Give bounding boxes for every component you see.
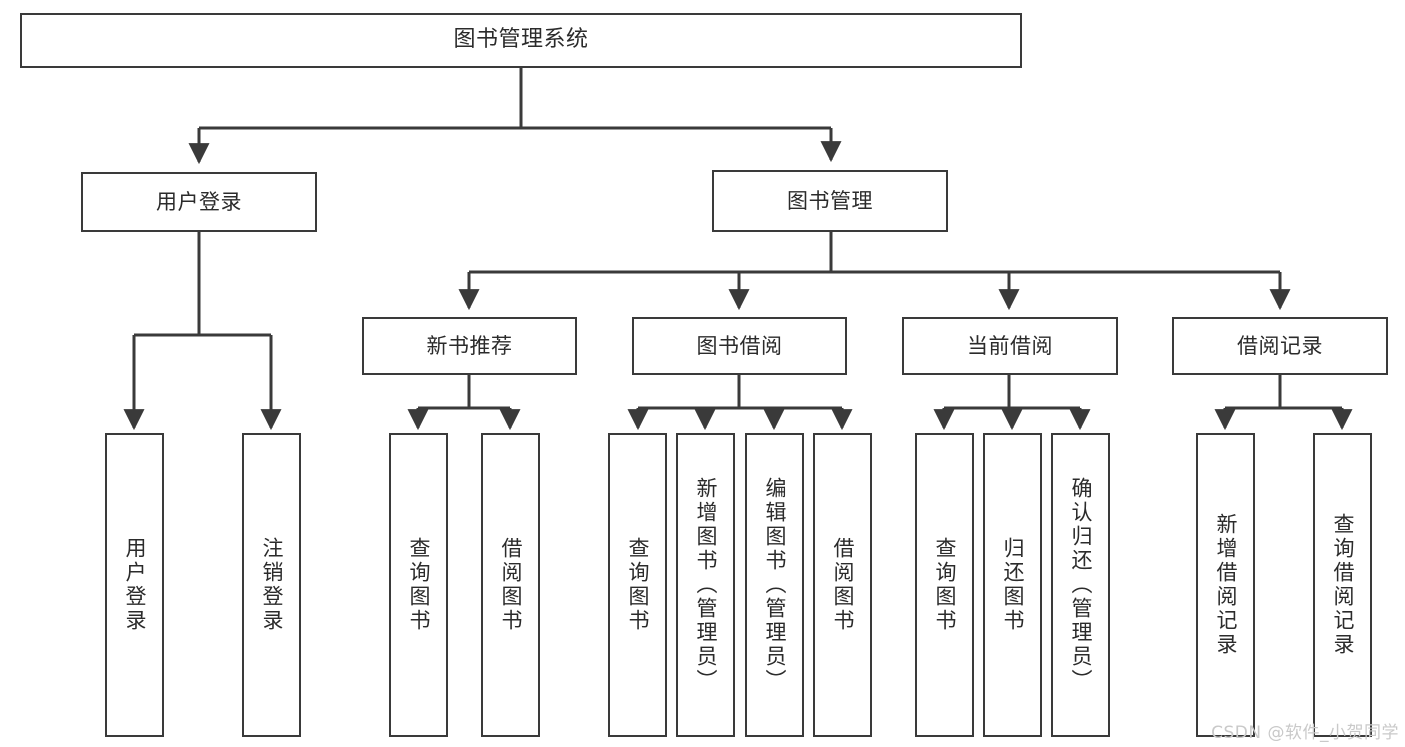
node-current-borrow-label: 当前借阅	[967, 333, 1053, 358]
node-book-borrow-label: 图书借阅	[696, 333, 783, 358]
node-new-book-recommend-label: 新书推荐	[426, 333, 513, 358]
leaf-recommend-query-book-label: 查询图书	[407, 537, 431, 633]
leaf-borrow-add-book[interactable]: 新增图书（管理员）	[676, 433, 735, 737]
node-current-borrow[interactable]: 当前借阅	[902, 317, 1118, 375]
leaf-user-login-logout[interactable]: 注销登录	[242, 433, 301, 737]
leaf-user-login-login[interactable]: 用户登录	[105, 433, 164, 737]
leaf-borrow-borrow-book[interactable]: 借阅图书	[813, 433, 872, 737]
node-borrow-record[interactable]: 借阅记录	[1172, 317, 1388, 375]
leaf-record-query-record-label: 查询借阅记录	[1331, 513, 1355, 657]
leaf-current-confirm-return[interactable]: 确认归还（管理员）	[1051, 433, 1110, 737]
node-user-login-label: 用户登录	[156, 189, 242, 214]
leaf-borrow-add-book-label: 新增图书（管理员）	[694, 477, 718, 693]
node-user-login[interactable]: 用户登录	[81, 172, 317, 232]
node-root-label: 图书管理系统	[453, 27, 589, 53]
node-root[interactable]: 图书管理系统	[20, 13, 1022, 68]
csdn-watermark: CSDN @软件_小贺同学	[1211, 723, 1399, 743]
node-book-borrow[interactable]: 图书借阅	[632, 317, 847, 375]
leaf-borrow-query-book[interactable]: 查询图书	[608, 433, 667, 737]
leaf-current-confirm-return-label: 确认归还（管理员）	[1069, 477, 1093, 693]
leaf-current-query-book-label: 查询图书	[933, 537, 957, 633]
leaf-current-return-book-label: 归还图书	[1001, 537, 1025, 633]
leaf-recommend-borrow-book[interactable]: 借阅图书	[481, 433, 540, 737]
node-borrow-record-label: 借阅记录	[1237, 333, 1323, 358]
leaf-borrow-edit-book[interactable]: 编辑图书（管理员）	[745, 433, 804, 737]
leaf-user-login-logout-label: 注销登录	[260, 537, 284, 633]
leaf-borrow-query-book-label: 查询图书	[626, 537, 650, 633]
node-new-book-recommend[interactable]: 新书推荐	[362, 317, 577, 375]
leaf-borrow-borrow-book-label: 借阅图书	[831, 537, 855, 633]
leaf-record-add-record[interactable]: 新增借阅记录	[1196, 433, 1255, 737]
leaf-record-query-record[interactable]: 查询借阅记录	[1313, 433, 1372, 737]
node-book-management[interactable]: 图书管理	[712, 170, 948, 232]
leaf-current-return-book[interactable]: 归还图书	[983, 433, 1042, 737]
leaf-recommend-borrow-book-label: 借阅图书	[499, 537, 523, 633]
leaf-recommend-query-book[interactable]: 查询图书	[389, 433, 448, 737]
leaf-borrow-edit-book-label: 编辑图书（管理员）	[763, 477, 787, 693]
node-book-management-label: 图书管理	[787, 188, 873, 213]
leaf-user-login-login-label: 用户登录	[123, 537, 147, 633]
leaf-current-query-book[interactable]: 查询图书	[915, 433, 974, 737]
leaf-record-add-record-label: 新增借阅记录	[1214, 513, 1238, 657]
